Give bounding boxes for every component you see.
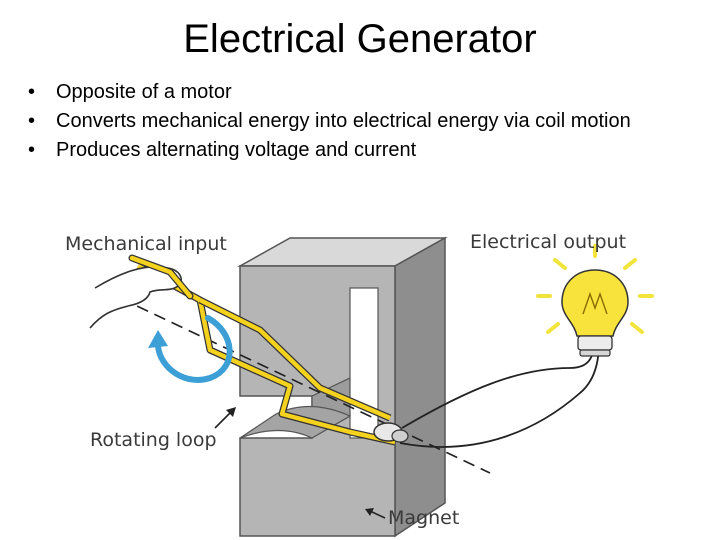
bullet-dot: • [28,139,36,161]
bullet-text: Opposite of a motor [56,81,232,103]
label-rotating-loop: Rotating loop [90,429,217,451]
output-wire [399,335,600,448]
bullet-item: • Opposite of a motor [26,80,696,105]
lightbulb-icon [536,244,654,357]
rotation-arrow-icon [148,315,233,383]
magnet-lower-pole [239,405,352,439]
bullet-dot: • [28,81,36,103]
bullet-dot: • [28,110,36,132]
crank-handle [129,255,193,299]
hand-icon [89,265,182,329]
bullet-item: • Produces alternating voltage and curre… [26,138,696,163]
pointer-arrow-icon [214,407,236,429]
label-magnet: Magnet [388,507,459,529]
bullet-text: Produces alternating voltage and current [56,139,417,161]
label-electrical-output: Electrical output [470,231,626,253]
slip-rings [373,422,409,443]
generator-diagram: Mechanical input Electrical output Rotat… [50,218,710,538]
magnet [237,236,448,538]
bullet-list: • Opposite of a motor • Converts mechani… [26,80,696,167]
pointer-arrow-icon [365,508,386,519]
magnet-window [349,287,379,439]
rotation-axis [119,297,491,474]
rotating-loop [136,262,396,446]
magnet-side-face [394,236,446,538]
bullet-text: Converts mechanical energy into electric… [56,110,631,132]
slide-title: Electrical Generator [183,17,537,61]
bullet-item: • Converts mechanical energy into electr… [26,109,696,134]
label-mechanical-input: Mechanical input [65,233,227,255]
